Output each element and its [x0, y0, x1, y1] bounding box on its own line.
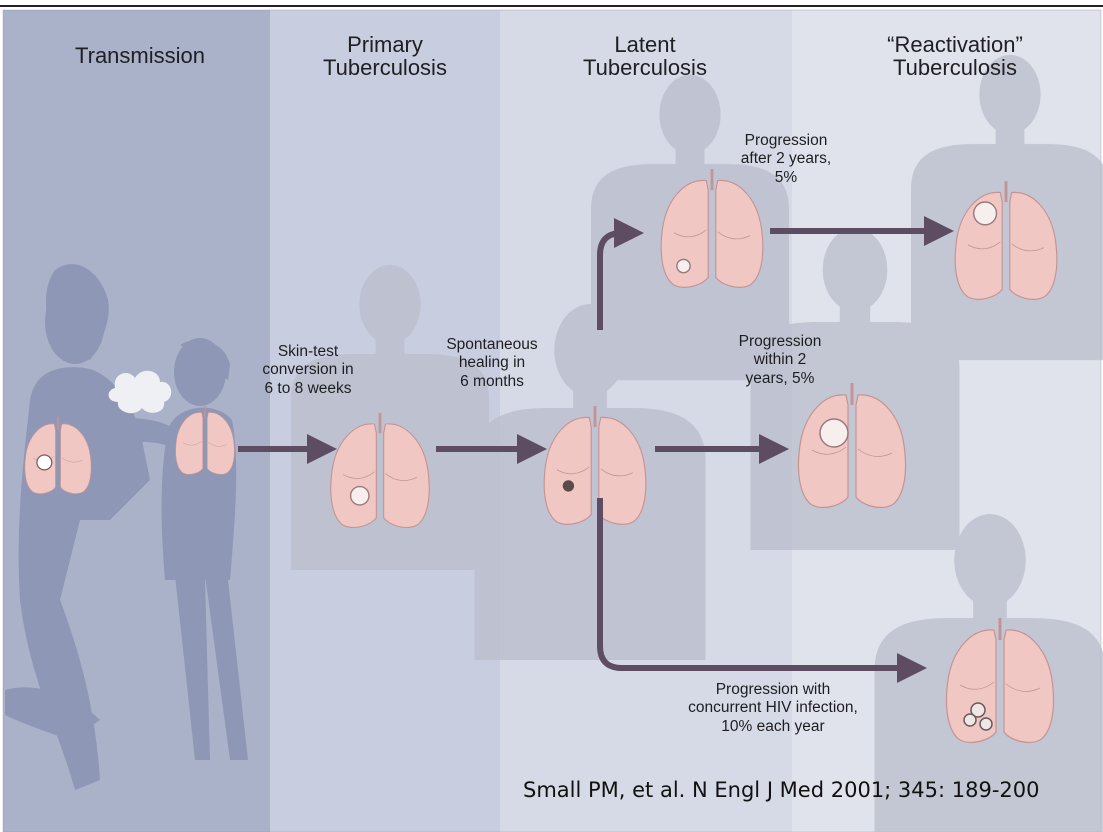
header-primary-line2: Tuberculosis [290, 56, 480, 79]
label-hiv-line3: 10% each year [668, 718, 878, 736]
label-within-2-years: Progression within 2 years, 5% [720, 333, 840, 388]
label-healing: Spontaneous healing in 6 months [432, 336, 552, 391]
label-healing-line3: 6 months [432, 373, 552, 391]
header-primary-line1: Primary [290, 33, 480, 56]
label-healing-line2: healing in [432, 354, 552, 372]
label-hiv-line2: concurrent HIV infection, [668, 699, 878, 717]
header-reactivation-line1: “Reactivation” [850, 33, 1060, 56]
label-hiv: Progression with concurrent HIV infectio… [668, 681, 878, 736]
label-skin-test-line3: 6 to 8 weeks [238, 380, 378, 398]
label-after-2-years-line1: Progression [716, 132, 856, 150]
label-after-2-years: Progression after 2 years, 5% [716, 132, 856, 187]
header-reactivation-line2: Tuberculosis [850, 56, 1060, 79]
header-transmission: Transmission [40, 44, 240, 67]
header-primary: Primary Tuberculosis [290, 33, 480, 79]
label-after-2-years-line3: 5% [716, 169, 856, 187]
header-latent: Latent Tuberculosis [550, 33, 740, 79]
header-latent-line2: Tuberculosis [550, 56, 740, 79]
label-within-2-years-line3: years, 5% [720, 370, 840, 388]
label-after-2-years-line2: after 2 years, [716, 150, 856, 168]
label-skin-test: Skin-test conversion in 6 to 8 weeks [238, 343, 378, 398]
label-healing-line1: Spontaneous [432, 336, 552, 354]
label-skin-test-line2: conversion in [238, 361, 378, 379]
citation: Small PM, et al. N Engl J Med 2001; 345:… [523, 778, 1040, 802]
label-skin-test-line1: Skin-test [238, 343, 378, 361]
label-within-2-years-line2: within 2 [720, 351, 840, 369]
label-within-2-years-line1: Progression [720, 333, 840, 351]
header-reactivation: “Reactivation” Tuberculosis [850, 33, 1060, 79]
header-latent-line1: Latent [550, 33, 740, 56]
label-hiv-line1: Progression with [668, 681, 878, 699]
